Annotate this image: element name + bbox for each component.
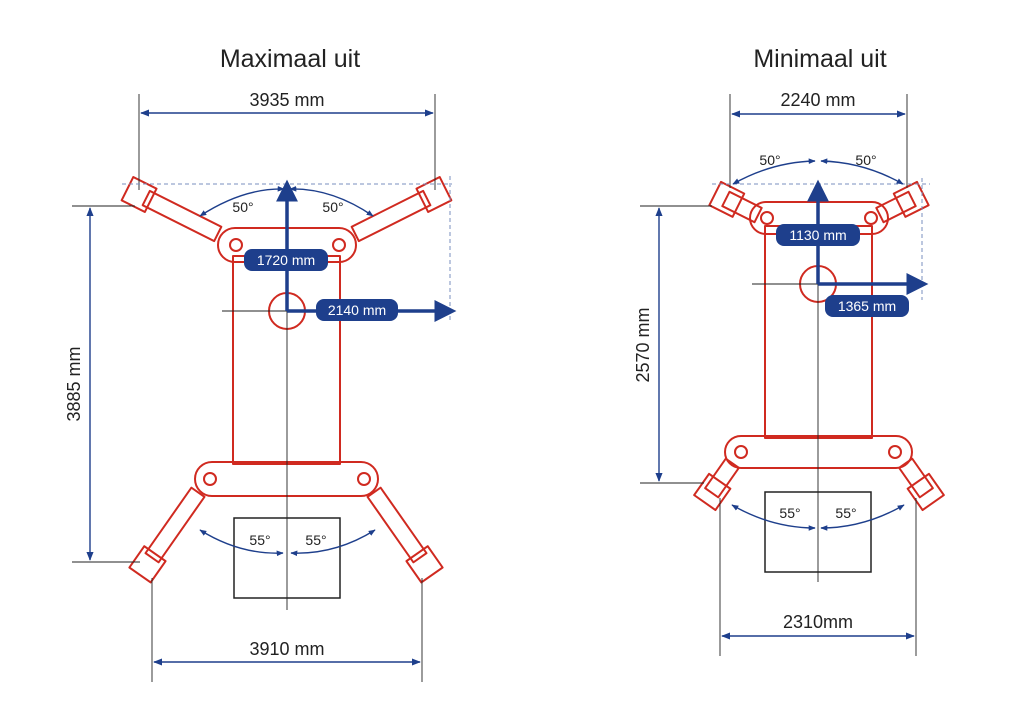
badge-side-reach-max: 2140 mm [328,302,386,318]
badge-bg [825,295,909,317]
reach-arrows-max [276,179,457,322]
label-angle-bottom-right-max: 55° [305,532,326,548]
extension-lines-min [640,94,917,656]
rear-beam-min [724,435,913,469]
badge-front-reach-min: 1130 mm [789,227,846,243]
arm-rear-right-min [898,457,945,512]
pivot-pin [864,211,878,225]
diagram-maximaal-uit: Maximaal uit [64,45,457,682]
label-angle-top-right-max: 50° [322,199,343,215]
pivot-pin [888,445,902,459]
label-angle-bottom-left-min: 55° [779,505,800,521]
label-angle-top-left-max: 50° [232,199,253,215]
lift-outline-max [120,176,453,584]
title-maximaal-uit: Maximaal uit [220,45,360,73]
badge-bg [776,224,860,246]
diagram-minimaal-uit: Minimaal uit [633,45,945,656]
arm-front-right-max [350,176,453,243]
pivot-pin [734,445,748,459]
angle-arc-bottom-left [199,529,284,557]
label-width-top-max: 3935 mm [249,90,324,110]
rear-beam-max [194,461,379,497]
label-height-max: 3885 mm [64,346,84,421]
extension-lines-max [72,94,436,682]
dimension-lines-min [655,110,915,640]
angle-arc-top-right [289,186,374,217]
pivot-pin [357,472,371,486]
angle-arc-top-left [732,158,816,185]
badge-side-reach-min: 1365 mm [838,298,896,314]
arm-rear-right-max [366,486,444,584]
pivot-pin [203,472,217,486]
label-angle-top-left-min: 50° [759,152,780,168]
label-width-top-min: 2240 mm [780,90,855,110]
label-angle-bottom-left-max: 55° [249,532,270,548]
pivot-pin [332,238,346,252]
angle-arc-top-left [199,186,285,217]
arm-rear-left-max [128,486,206,584]
angle-arc-bottom-left [731,504,816,531]
badge-front-reach-max: 1720 mm [257,252,315,268]
label-width-bottom-max: 3910 mm [249,639,324,659]
badge-bg [244,249,328,271]
label-height-min: 2570 mm [633,307,653,382]
label-angle-bottom-right-min: 55° [835,505,856,521]
arm-front-right-min [875,180,930,224]
angle-arc-top-right [820,158,904,185]
arm-rear-left-min [693,457,740,512]
label-width-bottom-min: 2310mm [783,612,853,632]
arm-front-left-min [708,180,763,224]
dimension-lines-max [86,109,434,666]
angle-arc-bottom-right [820,504,905,531]
title-minimaal-uit: Minimaal uit [753,45,886,73]
pivot-pin [229,238,243,252]
badge-bg [316,299,398,321]
angle-arc-bottom-right [290,529,376,557]
pivot-pin [760,211,774,225]
label-angle-top-right-min: 50° [855,152,876,168]
